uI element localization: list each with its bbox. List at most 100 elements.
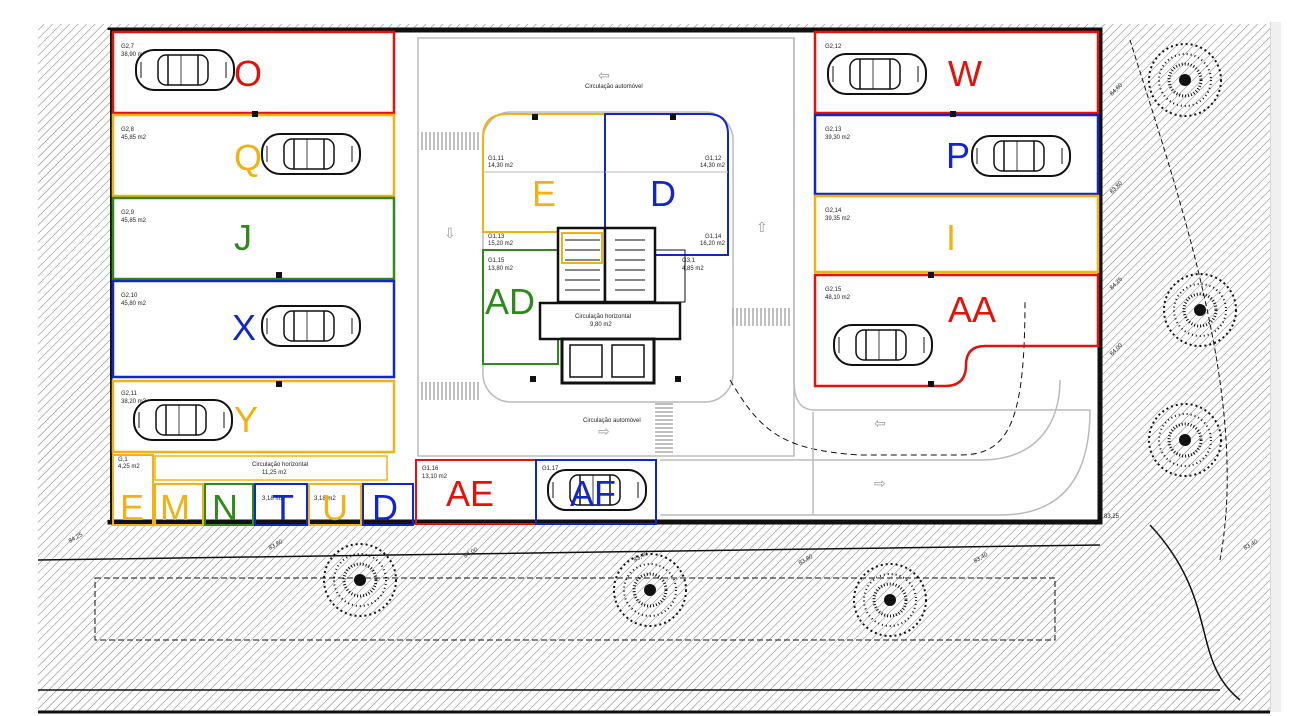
space-label-D-center: D [650, 173, 676, 214]
svg-text:45,85 m2: 45,85 m2 [121, 135, 147, 141]
space-AA[interactable]: G2,15 48,10 m2 AA [813, 273, 1100, 388]
svg-text:G1,13: G1,13 [488, 234, 505, 240]
svg-text:13,10 m2: 13,10 m2 [422, 474, 448, 480]
svg-text:G2,14: G2,14 [825, 208, 842, 214]
car-icon [261, 133, 361, 175]
svg-text:3,18 m2: 3,18 m2 [262, 496, 284, 502]
space-label-E-small: E [120, 487, 144, 528]
structural-columns [252, 111, 956, 387]
space-label-Q: Q [234, 137, 262, 178]
svg-text:9,80 m2: 9,80 m2 [590, 322, 612, 328]
svg-text:G1,15: G1,15 [488, 258, 505, 264]
space-label-AD: AD [485, 281, 535, 322]
car-icon [827, 53, 927, 95]
arrow-up-icon: ⇧ [756, 220, 768, 236]
arrow-right-icon: ⇨ [598, 424, 610, 440]
svg-text:G2,8: G2,8 [121, 127, 135, 133]
space-E-center[interactable]: G1,11 14,30 m2 G1,13 15,20 m2 E [482, 113, 606, 247]
svg-text:14,30 m2: 14,30 m2 [488, 163, 514, 169]
space-W[interactable]: G2,12 W [813, 30, 1100, 115]
arrow-left-icon: ⇦ [874, 416, 886, 432]
svg-text:G2,10: G2,10 [121, 293, 138, 299]
space-label-N: N [212, 487, 238, 528]
space-M[interactable]: M [154, 483, 204, 528]
space-Y[interactable]: G2,11 38,20 m2 Y [111, 379, 396, 454]
svg-text:11,25 m2: 11,25 m2 [262, 470, 287, 476]
space-label-P: P [946, 135, 970, 176]
svg-text:13,80 m2: 13,80 m2 [488, 266, 514, 272]
car-icon [971, 135, 1071, 177]
stair-core: G3,1 4,85 m2 Circulação horizontal 9,80 … [538, 226, 704, 385]
space-N[interactable]: N [204, 483, 254, 528]
svg-text:45,80 m2: 45,80 m2 [121, 301, 147, 307]
svg-text:G2,15: G2,15 [825, 287, 842, 293]
svg-text:G3,1: G3,1 [682, 258, 696, 264]
space-Q[interactable]: G2,8 45,85 m2 Q [111, 113, 396, 198]
space-label-AF: AF [570, 473, 616, 514]
space-label-O: O [234, 53, 262, 94]
svg-text:38,20 m2: 38,20 m2 [121, 399, 147, 405]
space-label-J: J [234, 217, 252, 258]
arrow-left-icon: ⇦ [598, 68, 610, 84]
svg-text:45,85 m2: 45,85 m2 [121, 218, 147, 224]
space-label-X: X [232, 307, 256, 348]
circulation-label-bottom: Circulação automóvel [583, 418, 641, 424]
svg-text:39,30 m2: 39,30 m2 [825, 135, 851, 141]
svg-text:48,10 m2: 48,10 m2 [825, 295, 851, 301]
space-label-W: W [948, 53, 982, 94]
circulation-horizontal-center: Circulação horizontal [575, 314, 631, 320]
svg-text:15,20 m2: 15,20 m2 [488, 241, 514, 247]
svg-text:G2,9: G2,9 [121, 210, 135, 216]
space-label-I: I [946, 217, 956, 258]
space-I[interactable]: G2,14 39,35 m2 I [813, 194, 1100, 274]
arrow-right-icon: ⇨ [874, 476, 886, 492]
car-icon [133, 399, 233, 441]
circulation-label-top: Circulação automóvel [585, 84, 643, 90]
svg-text:4,25 m2: 4,25 m2 [118, 464, 140, 470]
svg-text:G,1: G,1 [118, 457, 128, 463]
car-icon [135, 49, 235, 91]
svg-text:14,30 m2: 14,30 m2 [700, 163, 726, 169]
space-label-Y: Y [234, 399, 258, 440]
space-label-U: U [322, 487, 348, 528]
vertical-scrollbar[interactable] [1270, 22, 1281, 712]
svg-text:G2,7: G2,7 [121, 44, 135, 50]
space-J[interactable]: G2,9 45,85 m2 J [111, 196, 396, 281]
car-icon [833, 324, 933, 366]
svg-text:38,90 m2: 38,90 m2 [121, 52, 147, 58]
svg-text:G2,13: G2,13 [825, 127, 842, 133]
svg-text:G2,12: G2,12 [825, 44, 842, 50]
space-X[interactable]: G2,10 45,80 m2 X [111, 279, 396, 379]
svg-text:4,85 m2: 4,85 m2 [682, 266, 704, 272]
space-label-T: T [272, 487, 294, 528]
circulation-horizontal-left: Circulação horizontal [252, 462, 308, 468]
svg-text:39,35 m2: 39,35 m2 [825, 216, 851, 222]
space-label-AA: AA [948, 289, 996, 330]
space-T[interactable]: 3,18 m2 T [254, 483, 308, 528]
svg-text:G1,11: G1,11 [488, 156, 505, 162]
site-outline [94, 577, 1056, 641]
space-label-M: M [160, 487, 190, 528]
ramp-curve [660, 38, 1091, 516]
arrow-down-icon: ⇩ [444, 226, 456, 242]
car-icon [261, 305, 361, 347]
svg-text:G1,16: G1,16 [422, 466, 439, 472]
space-AF[interactable]: G1,17 AF [535, 459, 657, 525]
space-AE[interactable]: G1,16 13,10 m2 AE [415, 459, 537, 525]
svg-text:G2,11: G2,11 [121, 391, 138, 397]
space-label-E-center: E [532, 173, 556, 214]
space-P[interactable]: G2,13 39,30 m2 P [813, 113, 1100, 196]
space-label-D-small: D [372, 487, 398, 528]
space-D-small[interactable]: D [362, 483, 414, 528]
svg-text:G1,12: G1,12 [705, 156, 722, 162]
pedestrian-crossing [421, 132, 790, 453]
space-U[interactable]: 3,18 m2 U [308, 483, 362, 528]
svg-text:G1,14: G1,14 [705, 234, 722, 240]
svg-text:83,25: 83,25 [1104, 514, 1120, 520]
space-label-AE: AE [446, 473, 494, 514]
space-E-small[interactable]: G,1 4,25 m2 E [112, 454, 154, 528]
svg-text:G1,17: G1,17 [542, 466, 559, 472]
svg-text:16,20 m2: 16,20 m2 [700, 241, 726, 247]
svg-text:3,18 m2: 3,18 m2 [314, 496, 336, 502]
